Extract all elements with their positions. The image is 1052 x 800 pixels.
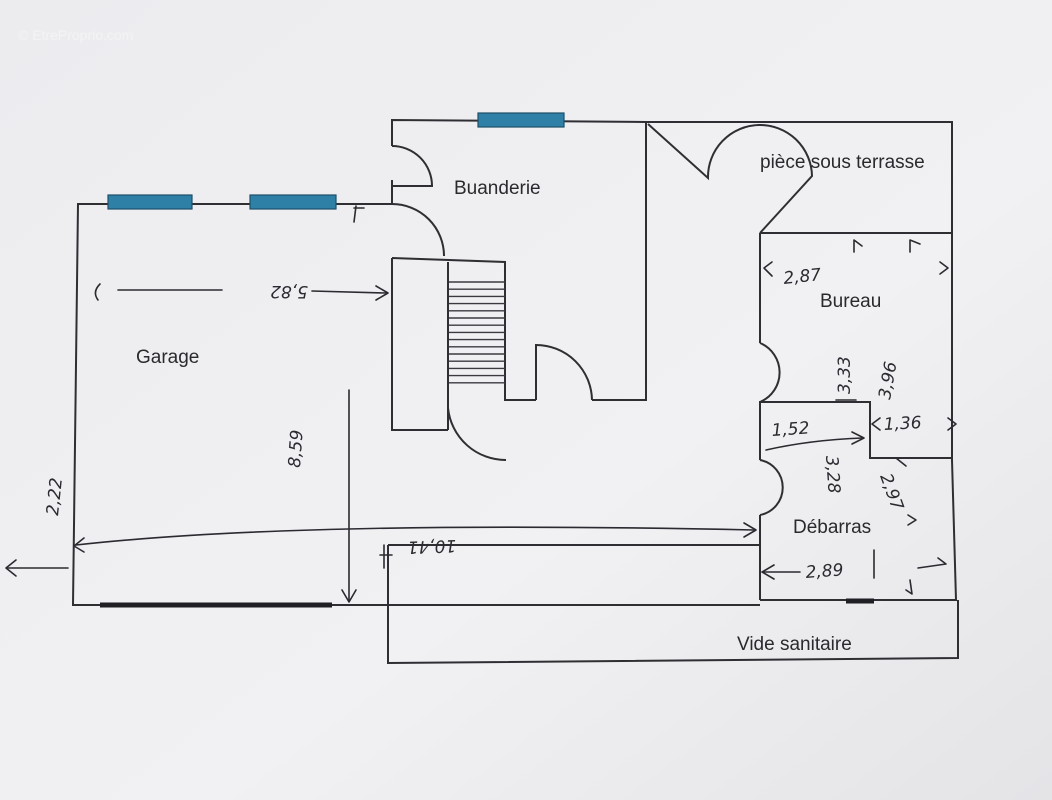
garage-window-1 bbox=[107, 194, 193, 210]
garage-stair-door bbox=[391, 203, 445, 257]
east-walls bbox=[646, 121, 958, 601]
dim-passage-depth: 3,28 bbox=[821, 455, 844, 494]
label-garage: Garage bbox=[136, 347, 199, 368]
label-piece-sous-terrasse: pièce sous terrasse bbox=[760, 152, 925, 173]
dim-passage-line bbox=[765, 437, 863, 451]
dim-left-height-arrow bbox=[5, 559, 17, 577]
dim-bureau-top: 2,87 bbox=[782, 265, 822, 289]
dim-debarras-down-arrow bbox=[905, 579, 913, 595]
dim-bureau-tick-3 bbox=[939, 261, 949, 275]
passage-walls bbox=[759, 401, 952, 460]
walls bbox=[71, 118, 959, 665]
dim-bureau-tick-2 bbox=[909, 239, 921, 253]
dim-bureau-top-arrow bbox=[763, 261, 773, 277]
buanderie-exterior-door bbox=[391, 145, 434, 187]
dim-garage-width: 5,82 bbox=[270, 281, 308, 301]
dimension-lines bbox=[5, 205, 957, 603]
buanderie-window bbox=[477, 112, 565, 128]
dim-overall-width: 10,41 bbox=[407, 535, 456, 557]
dim-passage-arrow bbox=[851, 431, 865, 445]
dim-passage-right: 1,36 bbox=[883, 413, 922, 435]
dim-garage-width-line-b bbox=[311, 290, 387, 294]
stair-enclosure bbox=[391, 257, 536, 431]
label-vide-sanitaire: Vide sanitaire bbox=[737, 634, 852, 655]
door-swings bbox=[391, 123, 814, 516]
dim-overall-width-curve bbox=[75, 526, 755, 546]
windows bbox=[100, 112, 874, 608]
dim-garage-depth-arrow bbox=[341, 589, 357, 603]
stairs bbox=[449, 281, 505, 384]
dim-passage-bottom-tick bbox=[895, 457, 907, 467]
dim-passage-left: 1,52 bbox=[771, 418, 810, 441]
buanderie-inner-door bbox=[535, 343, 593, 401]
stair-bottom-door bbox=[447, 407, 507, 462]
room-labels: Buanderie pièce sous terrasse Bureau Gar… bbox=[136, 152, 925, 655]
dim-garage-width-arrow-left bbox=[94, 283, 101, 301]
garage-walls bbox=[71, 203, 760, 606]
dim-bureau-tick-1 bbox=[853, 239, 863, 253]
watermark: © EtreProprio.com bbox=[18, 27, 133, 43]
vide-sanitaire-walls bbox=[387, 545, 959, 665]
dim-bureau-height-a: 3,33 bbox=[835, 356, 855, 394]
dim-debarras-right-arrow bbox=[917, 557, 947, 569]
label-bureau: Bureau bbox=[820, 291, 881, 312]
label-buanderie: Buanderie bbox=[454, 178, 541, 199]
garage-window-2 bbox=[249, 194, 337, 210]
terrasse-door bbox=[647, 123, 814, 234]
dim-overall-width-arrow-left bbox=[73, 537, 85, 553]
bureau-door bbox=[759, 342, 781, 403]
dim-debarras-depth-arrow bbox=[907, 514, 917, 526]
debarras-door-swing bbox=[759, 459, 784, 516]
dim-debarras-width: 2,89 bbox=[805, 560, 844, 583]
dim-garage-depth: 8,59 bbox=[285, 429, 308, 468]
label-debarras: Débarras bbox=[793, 517, 871, 538]
dim-left-height: 2,22 bbox=[43, 477, 67, 517]
dim-garage-width-arrow-right bbox=[375, 285, 389, 301]
dim-passage-right-arrow-l bbox=[871, 417, 881, 431]
dim-passage-right-arrow-r bbox=[947, 417, 957, 431]
dim-debarras-width-arrow bbox=[761, 564, 775, 580]
dim-overall-width-arrow-right bbox=[743, 522, 757, 538]
